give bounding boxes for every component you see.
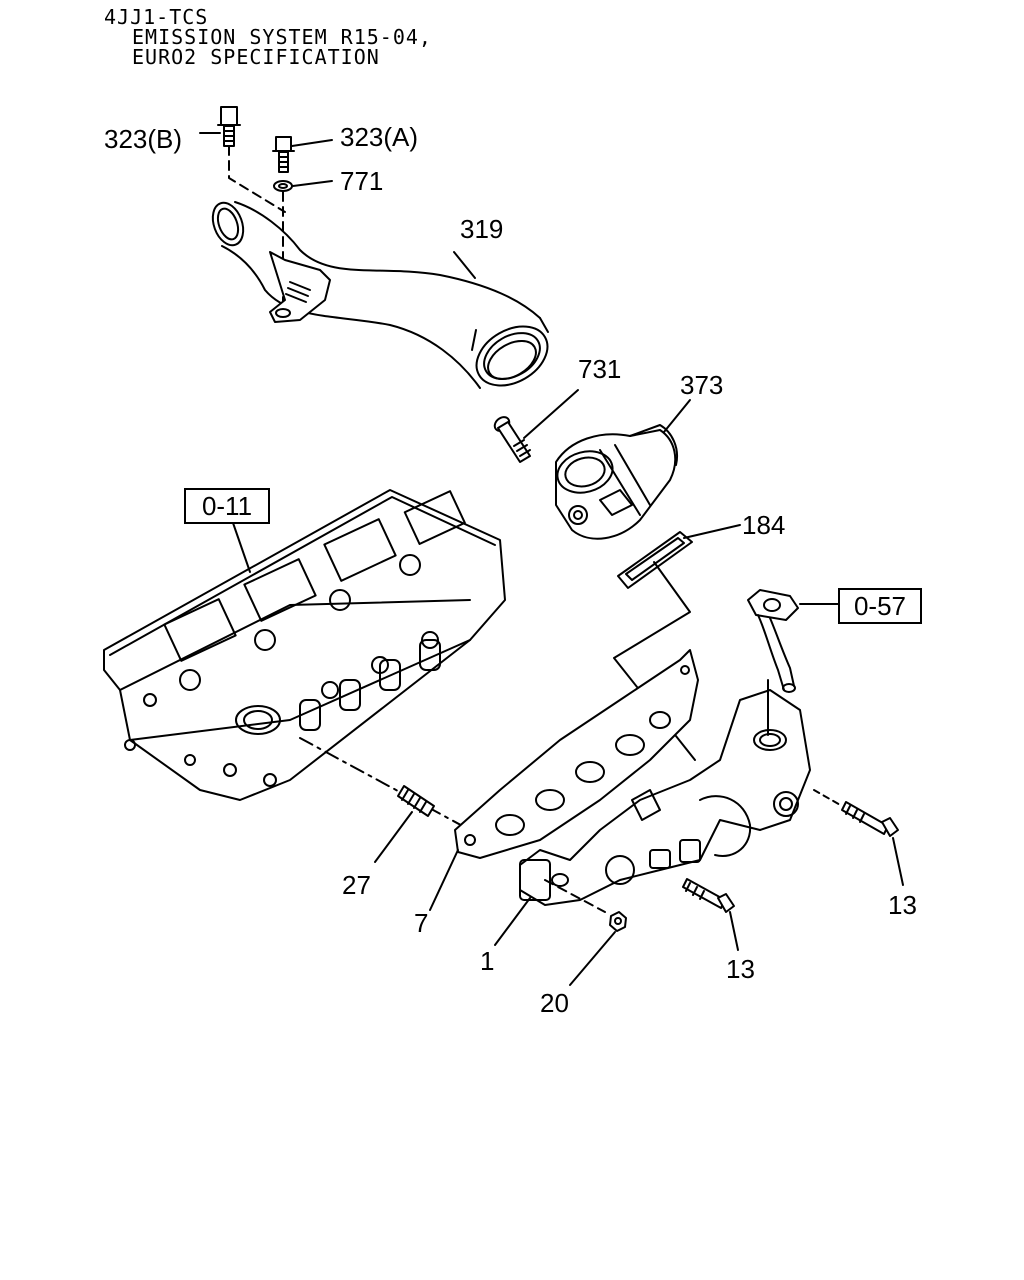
callout-13-lower[interactable]: 13 — [726, 954, 755, 984]
reference-0-57[interactable]: 0-57 — [838, 588, 922, 624]
bolt-13-lower-part[interactable] — [682, 878, 735, 913]
centerline-bolt-13 — [813, 789, 843, 807]
callout-1[interactable]: 1 — [480, 946, 495, 976]
specification-label: EURO2 SPECIFICATION — [132, 45, 380, 69]
stud-27-part[interactable] — [397, 785, 435, 817]
callout-319[interactable]: 319 — [460, 214, 504, 244]
callout-373[interactable]: 373 — [680, 370, 724, 400]
callout-27[interactable]: 27 — [342, 870, 371, 900]
centerline-nut — [544, 879, 606, 913]
egr-pipe-part[interactable] — [747, 589, 799, 693]
leader-323a — [291, 139, 333, 147]
washer-771-part[interactable] — [273, 180, 293, 192]
leader-13-right — [892, 837, 904, 886]
engine-model-label: 4JJ1-TCS — [104, 5, 209, 29]
centerline-head — [299, 737, 471, 831]
callout-771[interactable]: 771 — [340, 166, 384, 196]
callout-323b[interactable]: 323(B) — [104, 124, 183, 154]
callout-731[interactable]: 731 — [578, 354, 622, 384]
bolt-323a-part[interactable] — [272, 136, 295, 173]
system-label: EMISSION SYSTEM R15-04, — [132, 25, 432, 49]
callout-20[interactable]: 20 — [540, 988, 569, 1018]
leader-20 — [569, 931, 616, 986]
leader-731 — [523, 389, 579, 439]
egr-valve-373-part[interactable] — [553, 424, 678, 540]
bolt-731-part[interactable] — [492, 414, 531, 463]
leader-184 — [683, 524, 741, 539]
bolt-323b-part[interactable] — [217, 106, 241, 147]
nut-20-part[interactable] — [609, 911, 627, 932]
cylinder-head-part[interactable] — [103, 489, 506, 801]
leader-0-11 — [231, 519, 251, 573]
leader-373 — [663, 399, 691, 433]
callout-323a[interactable]: 323(A) — [340, 122, 419, 152]
bolt-13-right-part[interactable] — [841, 801, 899, 837]
intake-pipe-319-part[interactable] — [207, 199, 558, 398]
leader-27 — [374, 811, 413, 863]
callout-13-right[interactable]: 13 — [888, 890, 917, 920]
gasket-184-part[interactable] — [617, 531, 693, 589]
intake-manifold-1-part[interactable] — [519, 689, 811, 906]
callout-184[interactable]: 184 — [742, 510, 786, 540]
reference-0-11[interactable]: 0-11 — [184, 488, 270, 524]
leader-1 — [494, 897, 531, 946]
callout-7[interactable]: 7 — [414, 908, 429, 938]
manifold-gasket-7-part[interactable] — [454, 649, 699, 859]
leader-771 — [292, 180, 333, 187]
centerline-323b — [228, 145, 286, 213]
leader-13-lower — [729, 911, 739, 951]
leader-319 — [453, 251, 476, 279]
leader-7 — [429, 849, 459, 911]
